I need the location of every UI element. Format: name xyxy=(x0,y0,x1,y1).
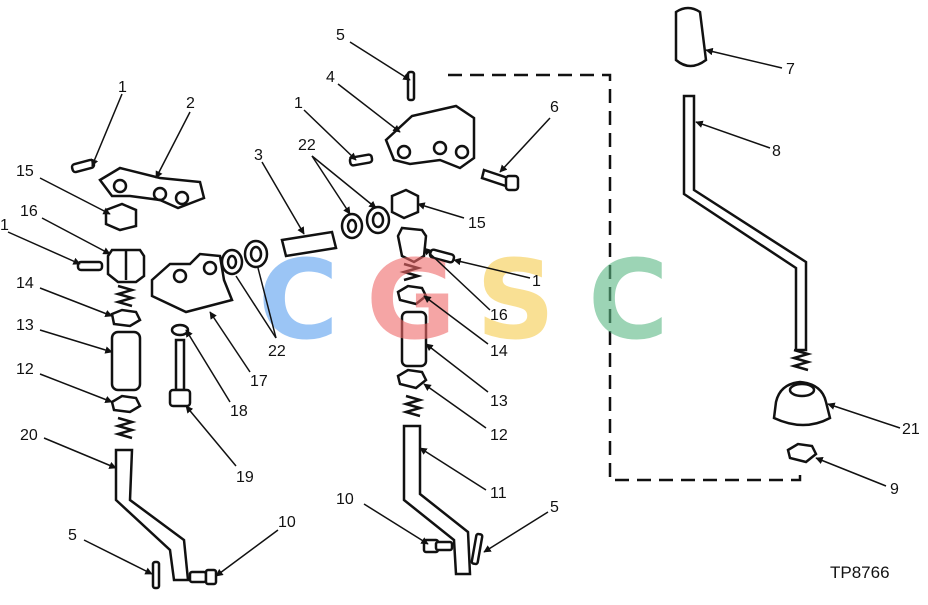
part-4-bracket xyxy=(384,104,476,170)
part-1-pin-left xyxy=(76,260,104,272)
watermark: C G S C xyxy=(258,236,669,364)
watermark-letter-g: G xyxy=(366,236,456,364)
part-15-block-left xyxy=(104,202,138,232)
callout-14: 14 xyxy=(490,343,508,360)
part-8-lever xyxy=(682,94,808,352)
part-6-pin xyxy=(480,168,520,192)
callout-9: 9 xyxy=(890,481,899,498)
part-21-boot xyxy=(772,380,832,427)
part-3-shaft xyxy=(280,230,338,258)
callout-5: 5 xyxy=(550,499,559,516)
part-17-bracket xyxy=(150,252,234,314)
part-5-cotter-pin-center xyxy=(470,532,484,566)
part-22-bushings-upper xyxy=(340,205,391,240)
callout-22: 22 xyxy=(268,343,286,360)
callout-18: 18 xyxy=(230,403,248,420)
watermark-letter-c2: C xyxy=(588,236,669,364)
callout-1: 1 xyxy=(0,217,9,234)
callout-15: 15 xyxy=(468,215,486,232)
part-10-bolt-center xyxy=(422,538,454,554)
part-7-knob xyxy=(674,6,708,68)
part-9-nut xyxy=(786,442,818,464)
callout-10: 10 xyxy=(278,514,296,531)
callout-5: 5 xyxy=(336,27,345,44)
callout-13: 13 xyxy=(490,393,508,410)
part-2-bracket xyxy=(98,166,206,210)
shift-lever-assembly xyxy=(674,6,832,464)
watermark-letter-c1: C xyxy=(258,236,339,364)
callout-22: 22 xyxy=(298,137,316,154)
callout-13: 13 xyxy=(16,317,34,334)
part-5-cotter-pin-left xyxy=(151,560,161,590)
part-5-cotter-pin-top xyxy=(406,70,416,102)
callout-17: 17 xyxy=(250,373,268,390)
callout-12: 12 xyxy=(490,427,508,444)
callout-4: 4 xyxy=(326,69,335,86)
part-14-nut-left xyxy=(110,308,142,328)
callout-15: 15 xyxy=(16,163,34,180)
part-19-bolt xyxy=(168,338,192,408)
callout-21: 21 xyxy=(902,421,920,438)
part-13-sleeve-center xyxy=(400,310,428,368)
callout-20: 20 xyxy=(20,427,38,444)
callout-5: 5 xyxy=(68,527,77,544)
thread-center xyxy=(401,394,425,418)
callout-2: 2 xyxy=(186,95,195,112)
watermark-letter-s: S xyxy=(476,236,555,364)
part-1-pin-center xyxy=(348,153,374,167)
callout-1: 1 xyxy=(118,79,127,96)
callout-8: 8 xyxy=(772,143,781,160)
part-20-rod-left xyxy=(114,448,190,582)
callout-16: 16 xyxy=(20,203,38,220)
center-linkage-assembly xyxy=(220,70,520,576)
dashed-assembly-outline xyxy=(448,73,802,482)
part-12-nut-left xyxy=(110,394,142,414)
callout-14: 14 xyxy=(16,275,34,292)
figure-code: TP8766 xyxy=(830,563,890,582)
left-linkage-assembly xyxy=(70,158,234,590)
callout-11: 11 xyxy=(490,485,507,502)
callout-12: 12 xyxy=(16,361,34,378)
part-16-clevis-center xyxy=(396,226,428,264)
spring-left xyxy=(113,284,137,308)
callout-labels: 1 2 15 16 1 14 13 12 20 5 10 17 18 19 3 … xyxy=(0,27,920,544)
thread-lever xyxy=(789,348,813,372)
callout-1: 1 xyxy=(532,273,541,290)
part-22-bushings-lower xyxy=(220,239,269,276)
callout-3: 3 xyxy=(254,147,263,164)
part-1-pin-left-top xyxy=(70,158,96,174)
part-16-clevis-left xyxy=(106,248,146,284)
part-18-washer xyxy=(170,323,190,337)
part-13-sleeve-left xyxy=(110,330,142,392)
callout-6: 6 xyxy=(550,99,559,116)
part-10-bolt-left xyxy=(188,568,218,586)
callout-1: 1 xyxy=(294,95,303,112)
thread-left xyxy=(113,416,137,440)
part-15-block-center xyxy=(390,188,420,220)
spring-center xyxy=(399,262,423,282)
callout-10: 10 xyxy=(336,491,354,508)
callout-7: 7 xyxy=(786,61,795,78)
part-12-nut-center xyxy=(396,368,428,390)
callout-19: 19 xyxy=(236,469,254,486)
callout-16: 16 xyxy=(490,307,508,324)
leader-lines xyxy=(7,41,901,577)
